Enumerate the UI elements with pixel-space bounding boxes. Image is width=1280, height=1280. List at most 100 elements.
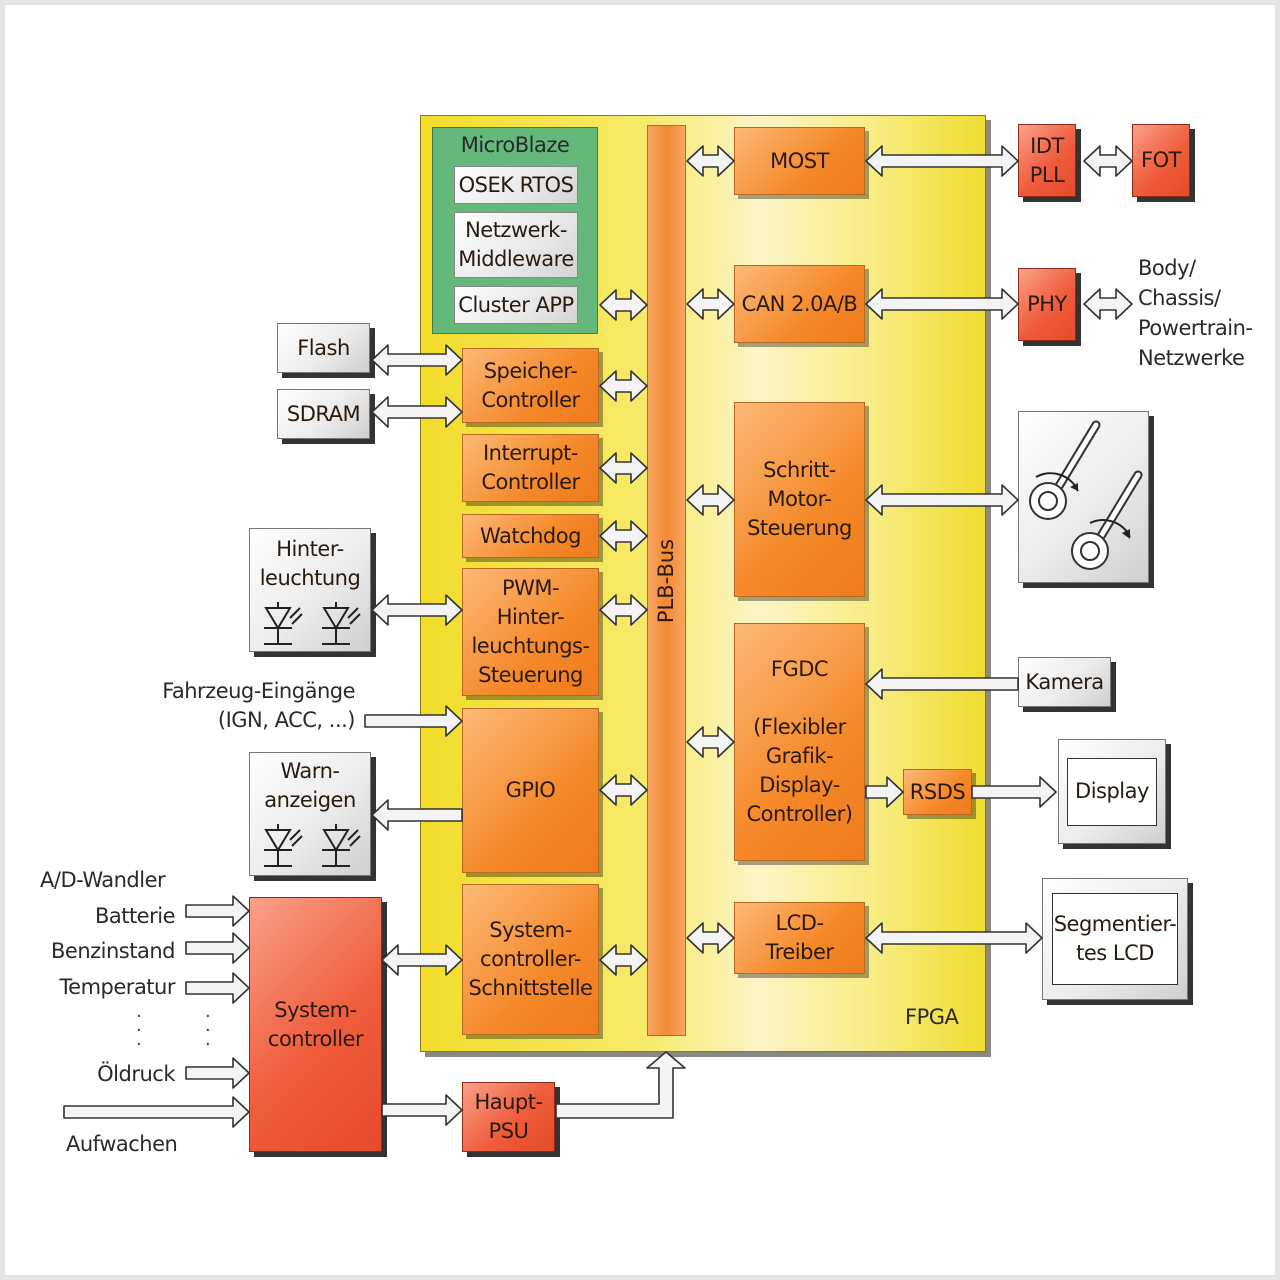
main-psu-label: Haupt- PSU [474,1090,543,1143]
phy-block: PHY [1018,268,1076,341]
arrow-pll-fot [1083,145,1133,177]
arrow-bus-fgdc [686,726,735,758]
flash-label: Flash [297,335,350,360]
gauge-needle-icon [1071,470,1143,570]
main-psu-block: Haupt- PSU [462,1082,555,1152]
backlight-label: Hinter- leuchtung [259,537,361,590]
arrow-temperature [185,972,250,1004]
memory-controller-block: Speicher- Controller [462,348,599,423]
segment-lcd-label: Segmentier- tes LCD [1053,912,1177,965]
arrow-flash-memory [371,344,463,376]
osek-rtos-block: OSEK RTOS [454,166,578,204]
cluster-app-block: Cluster APP [454,286,578,324]
most-block: MOST [734,127,865,195]
pwm-backlight-label: PWM- Hinter- leuchtungs- Steuerung [471,576,590,687]
arrow-gpio-bus [599,774,648,806]
arrow-wakeup [63,1096,250,1128]
flash-block: Flash [277,323,370,373]
segment-lcd-outer: Segmentier- tes LCD [1042,878,1188,1000]
display-screen: Display [1067,757,1157,826]
pwm-backlight-block: PWM- Hinter- leuchtungs- Steuerung [462,568,599,696]
fuel-level-label: Benzinstand [51,939,176,963]
temperature-label: Temperatur [59,975,175,999]
arrow-rsds-display [971,776,1057,808]
display-label: Display [1075,779,1149,803]
camera-block: Kamera [1018,657,1111,707]
camera-label: Kamera [1025,669,1104,694]
stepper-motor-label: Schritt- Motor- Steuerung [747,458,852,540]
system-controller-label: System- controller [267,997,364,1051]
display-outer: Display [1058,739,1166,844]
arrow-can-phy [865,288,1019,320]
fot-block: FOT [1132,124,1190,197]
interrupt-controller-block: Interrupt- Controller [462,434,599,502]
ellipsis-dots-left: ··· [136,1006,142,1055]
wakeup-label: Aufwachen [66,1132,178,1156]
gpio-block: GPIO [462,708,599,873]
arrow-backlight-pwm [371,594,463,626]
arrow-fuel [185,932,250,964]
arrow-sysif-bus [599,944,648,976]
arrow-pwm-bus [599,594,648,626]
arrow-most-pll [865,145,1019,177]
osek-rtos-label: OSEK RTOS [458,172,574,197]
led-icon [322,824,361,867]
rsds-block: RSDS [903,769,972,815]
gpio-label: GPIO [505,778,556,802]
sdram-label: SDRAM [286,401,361,426]
oil-pressure-label: Öldruck [97,1062,175,1086]
backlight-led-icons [264,602,361,645]
arrow-memory-bus [599,370,648,402]
arrow-stepper-gauges [865,484,1019,516]
can-label: CAN 2.0A/B [741,291,858,316]
can-block: CAN 2.0A/B [734,265,865,343]
arrow-syscontroller-psu [381,1094,463,1126]
led-icon [264,824,303,867]
arrow-gpio-warn [371,799,463,831]
idt-pll-block: IDT PLL [1018,124,1076,197]
interrupt-controller-label: Interrupt- Controller [481,441,580,494]
arrow-bus-most [686,145,735,177]
sdram-block: SDRAM [277,389,370,439]
arrow-bus-stepper [686,484,735,516]
led-icon [322,602,361,645]
rsds-label: RSDS [909,779,966,804]
vehicle-inputs-label: Fahrzeug-Eingänge (IGN, ACC, ...) [162,679,355,732]
lcd-driver-label: LCD- Treiber [765,911,834,964]
arrow-bus-can [686,288,735,320]
arrow-sdram-memory [371,396,463,428]
microblaze-title: MicroBlaze [460,133,570,157]
warning-lights-label: Warn- anzeigen [264,759,356,812]
network-middleware-block: Netzwerk- Middleware [454,212,578,278]
lcd-driver-block: LCD- Treiber [734,902,865,974]
arrow-lcd-segment [865,922,1043,954]
watchdog-block: Watchdog [462,514,599,558]
fot-label: FOT [1141,148,1181,172]
fpga-label: FPGA [905,1005,959,1029]
plb-bus [647,125,686,1036]
segment-lcd-screen: Segmentier- tes LCD [1052,893,1178,985]
system-controller-block: System- controller [249,897,382,1152]
phy-label: PHY [1027,292,1067,316]
arrow-cluster-bus [599,289,648,321]
led-icon [264,602,303,645]
arrow-bus-lcd [686,922,735,954]
arrow-fgdc-rsds [865,776,904,808]
fgdc-label: FGDC (Flexibler Grafik- Display- Control… [746,657,854,826]
arrow-syscontroller-sysif [381,944,463,976]
networks-label: Body/ Chassis/ Powertrain- Netzwerke [1138,256,1253,370]
backlight-block: Hinter- leuchtung [249,528,371,652]
network-middleware-label: Netzwerk- Middleware [458,218,574,271]
arrow-oil [185,1057,250,1089]
ellipsis-dots-right: ··· [205,1006,211,1055]
warning-led-icons [264,824,361,867]
gauge-needle-icon [1029,420,1101,520]
arrow-vehicle-inputs [364,705,463,737]
arrow-phy-networks [1083,288,1133,320]
system-controller-interface-label: System- controller- Schnittstelle [468,918,593,1000]
arrow-interrupt-bus [599,452,648,484]
idt-pll-label: IDT PLL [1029,133,1065,187]
most-label: MOST [770,148,829,173]
